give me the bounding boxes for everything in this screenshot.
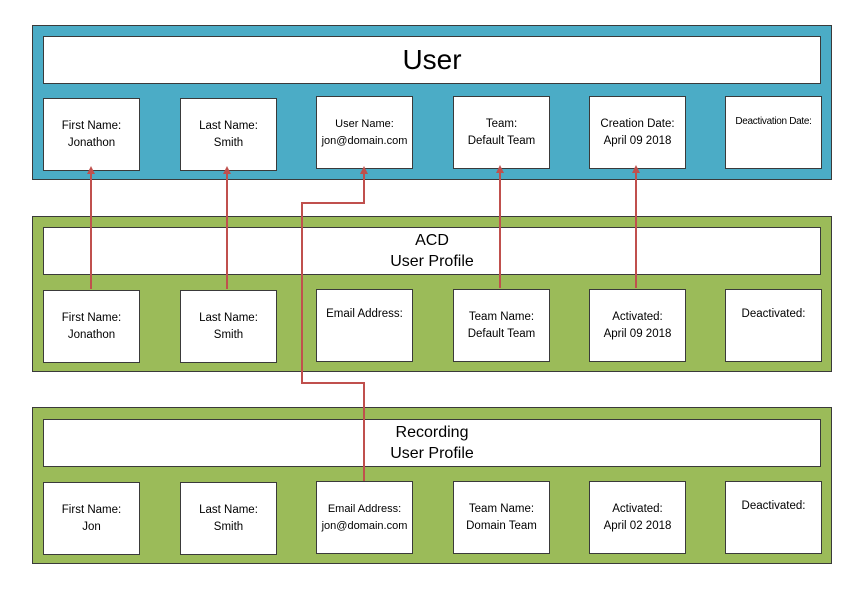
acd-first-name-card: First Name: Jonathon [43, 290, 140, 363]
card-value: April 02 2018 [603, 519, 672, 532]
card-value: Jonathon [67, 136, 116, 149]
recording-first-name-card: First Name: Jon [43, 482, 140, 555]
card-value: April 09 2018 [603, 327, 672, 340]
recording-last-name-card: Last Name: Smith [180, 482, 277, 555]
card-label: Creation Date: [600, 117, 675, 130]
card-label: Email Address: [327, 502, 402, 515]
card-label: Deactivation Date: [735, 116, 812, 127]
recording-title: Recording [395, 424, 469, 441]
card-label: Last Name: [199, 311, 258, 324]
card-label: Deactivated: [741, 500, 806, 512]
recording-deactivated-card: Deactivated: [725, 481, 822, 554]
card-value: jon@domain.com [321, 134, 408, 147]
card-value: April 09 2018 [603, 134, 672, 147]
user-team-card: Team: Default Team [453, 96, 550, 169]
acd-email-address-card: Email Address: [316, 289, 413, 362]
user-title-banner: User [43, 36, 821, 84]
recording-title-banner: Recording User Profile [43, 419, 821, 467]
card-label: User Name: [335, 117, 394, 130]
acd-panel: ACD User Profile First Name: Jonathon La… [32, 216, 832, 372]
recording-subtitle: User Profile [390, 445, 474, 462]
recording-panel: Recording User Profile First Name: Jon L… [32, 407, 832, 564]
user-creation-date-card: Creation Date: April 09 2018 [589, 96, 686, 169]
card-label: Email Address: [326, 308, 403, 320]
card-label: Last Name: [199, 503, 258, 516]
acd-title-banner: ACD User Profile [43, 227, 821, 275]
card-label: Team Name: [468, 310, 535, 323]
card-value: Default Team [467, 134, 536, 147]
acd-activated-card: Activated: April 09 2018 [589, 289, 686, 362]
card-label: Activated: [612, 310, 663, 323]
card-label: Deactivated: [741, 308, 806, 320]
card-label: First Name: [61, 503, 122, 516]
card-value: Smith [213, 520, 244, 533]
user-last-name-card: Last Name: Smith [180, 98, 277, 171]
recording-activated-card: Activated: April 02 2018 [589, 481, 686, 554]
card-value: Domain Team [466, 519, 537, 532]
card-value: Jon [82, 520, 101, 533]
acd-last-name-card: Last Name: Smith [180, 290, 277, 363]
card-label: First Name: [61, 119, 122, 132]
acd-subtitle: User Profile [390, 253, 474, 270]
card-value: jon@domain.com [321, 519, 408, 532]
card-value: Default Team [467, 327, 536, 340]
card-label: Activated: [612, 502, 663, 515]
card-label: First Name: [61, 311, 122, 324]
acd-title: ACD [415, 232, 449, 249]
recording-team-name-card: Team Name: Domain Team [453, 481, 550, 554]
user-panel: User First Name: Jonathon Last Name: Smi… [32, 25, 832, 180]
card-label: Last Name: [199, 119, 258, 132]
user-first-name-card: First Name: Jonathon [43, 98, 140, 171]
card-value: Smith [213, 136, 244, 149]
user-user-name-card: User Name: jon@domain.com [316, 96, 413, 169]
user-deactivation-date-card: Deactivation Date: [725, 96, 822, 169]
card-label: Team: [485, 117, 518, 130]
acd-team-name-card: Team Name: Default Team [453, 289, 550, 362]
card-value: Smith [213, 328, 244, 341]
card-label: Team Name: [468, 502, 535, 515]
recording-email-address-card: Email Address: jon@domain.com [316, 481, 413, 554]
card-value: Jonathon [67, 328, 116, 341]
acd-deactivated-card: Deactivated: [725, 289, 822, 362]
user-title: User [402, 44, 462, 75]
